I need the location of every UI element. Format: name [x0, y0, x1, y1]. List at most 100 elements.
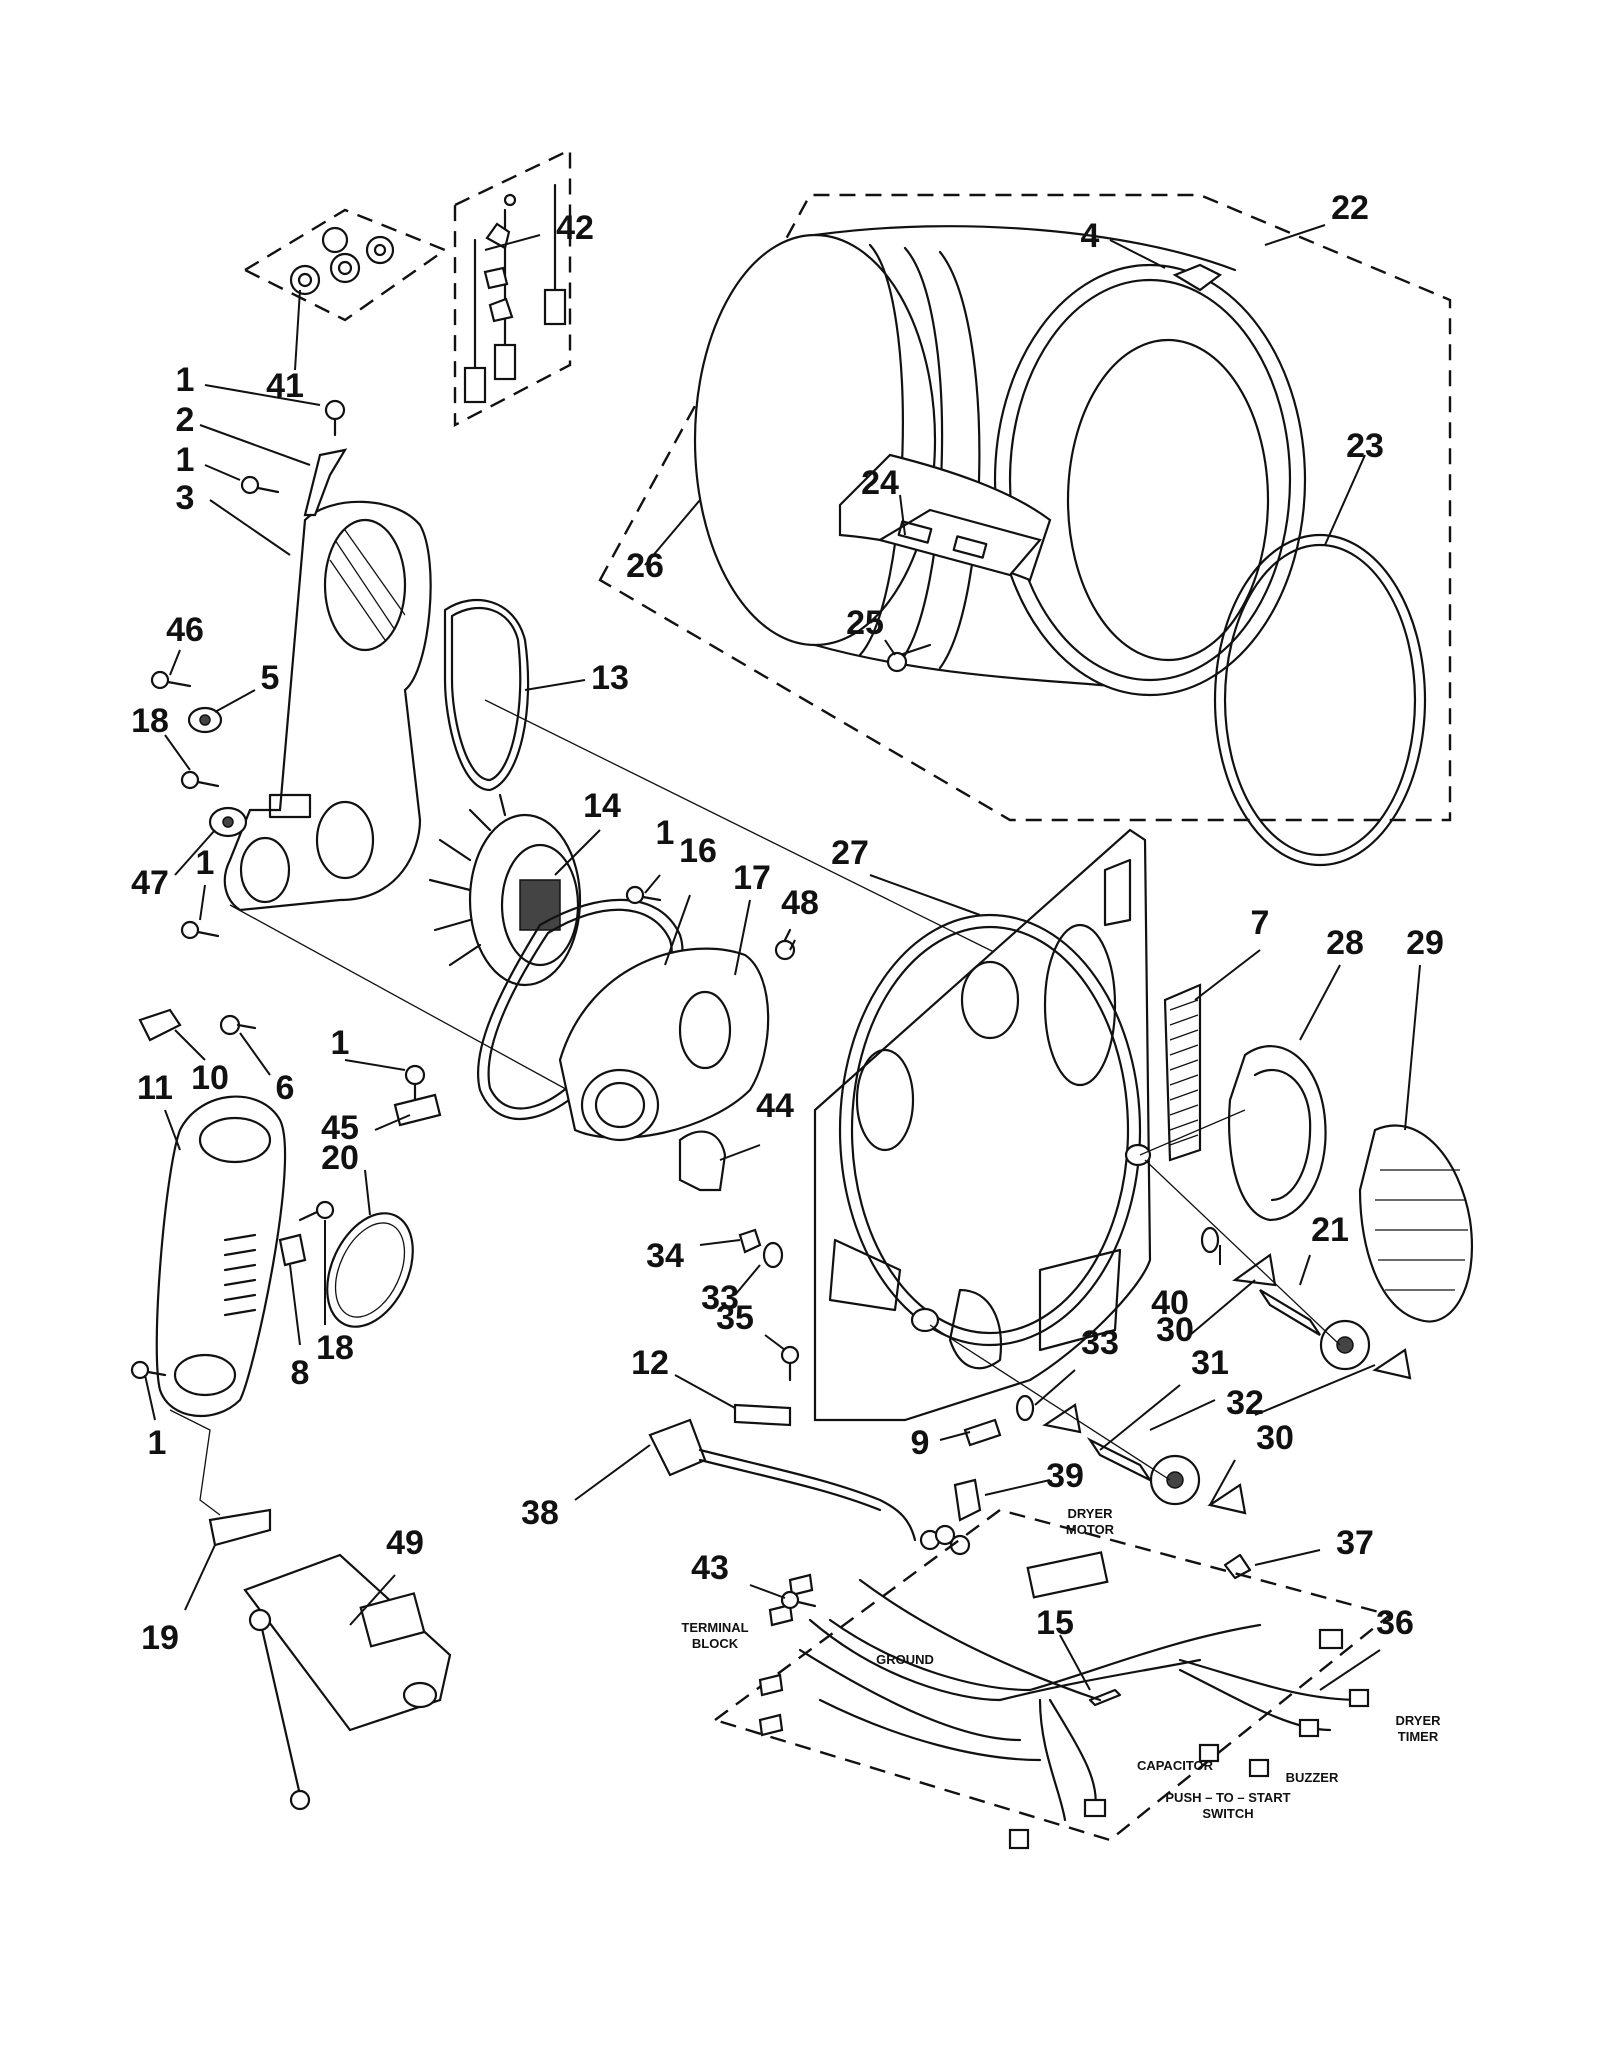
clip-9 — [963, 1418, 1002, 1447]
front-panel-27 — [813, 828, 1152, 1422]
callout-14: 14 — [583, 787, 621, 825]
washer-33a — [762, 1241, 784, 1269]
assembly-line-1 — [229, 904, 596, 1106]
washer-33b — [1015, 1394, 1035, 1422]
label-capacitor: CAPACITOR — [1137, 1758, 1214, 1773]
callout-30b: 30 — [1256, 1419, 1294, 1457]
bracket-2 — [303, 448, 348, 517]
callout-32: 32 — [1226, 1384, 1264, 1422]
label-dryer-motor-1: DRYER — [1067, 1506, 1113, 1521]
callout-5: 5 — [261, 659, 280, 697]
thermostat-5 — [187, 706, 223, 734]
screw-1c — [180, 920, 220, 940]
callout-39: 39 — [1046, 1457, 1084, 1495]
drum-screw-25 — [886, 643, 932, 673]
clip-44 — [678, 1130, 727, 1192]
terminal-kit-41 — [289, 226, 395, 296]
bracket-10 — [138, 1008, 182, 1042]
callout-28: 28 — [1326, 924, 1364, 962]
callout-16: 16 — [679, 832, 717, 870]
callout-3: 3 — [176, 479, 195, 517]
callout-1b: 1 — [176, 441, 195, 479]
screw-35 — [780, 1345, 800, 1382]
callout-40: 40 — [1151, 1284, 1189, 1322]
callout-22: 22 — [1331, 189, 1369, 227]
callout-24: 24 — [861, 464, 899, 502]
lint-screen-7 — [1163, 983, 1202, 1162]
callout-1c: 1 — [196, 844, 215, 882]
bracket-30b — [1372, 1348, 1412, 1380]
assembly-line-2 — [484, 699, 1001, 956]
screw-1d — [625, 885, 662, 905]
screw-18b — [298, 1200, 335, 1222]
dryer-drum-26 — [693, 225, 1307, 697]
lint-duct-28 — [1227, 1045, 1327, 1222]
callout-43: 43 — [691, 1549, 729, 1587]
callout-37: 37 — [1336, 1524, 1374, 1562]
assembly-line-5 — [929, 1324, 1171, 1481]
screw-48 — [774, 928, 796, 961]
label-push-to-start-2: SWITCH — [1202, 1806, 1253, 1821]
callout-49: 49 — [386, 1524, 424, 1562]
screw-6 — [219, 1014, 257, 1036]
kit-42-dashed-box — [453, 148, 572, 427]
label-push-to-start-1: PUSH – TO – START — [1165, 1790, 1290, 1805]
roller-32a — [1319, 1319, 1371, 1371]
label-terminal-block-1: TERMINAL — [681, 1620, 748, 1635]
label-dryer-timer-1: DRYER — [1395, 1713, 1441, 1728]
bracket-19 — [208, 1508, 272, 1547]
roller-32b — [1149, 1454, 1201, 1506]
screw-1a — [324, 399, 346, 437]
nut-34 — [738, 1228, 762, 1254]
blower-seal-13 — [443, 598, 530, 792]
clip-4 — [1172, 263, 1223, 292]
bracket-30a — [1232, 1253, 1277, 1287]
callout-29: 29 — [1406, 924, 1444, 962]
callout-45: 45 — [321, 1109, 359, 1147]
callout-46: 46 — [166, 611, 204, 649]
callout-25: 25 — [846, 604, 884, 642]
callout-48: 48 — [781, 884, 819, 922]
lint-grille-20 — [326, 1212, 414, 1328]
callout-7: 7 — [1251, 904, 1270, 942]
callout-30a: 30 — [1156, 1311, 1194, 1349]
callout-8: 8 — [291, 1354, 310, 1392]
wiring-harness-36 — [712, 1508, 1393, 1850]
callout-1d: 1 — [656, 814, 675, 852]
callout-4: 4 — [1081, 217, 1100, 255]
callout-27: 27 — [831, 834, 869, 872]
callout-1a: 1 — [176, 361, 195, 399]
drum-seal-23 — [1213, 533, 1427, 867]
callout-31: 31 — [1191, 1344, 1229, 1382]
label-ground: GROUND — [876, 1652, 934, 1667]
callout-21: 21 — [1311, 1211, 1349, 1249]
assembly-line-6 — [169, 1409, 221, 1516]
label-terminal-block-2: BLOCK — [692, 1636, 739, 1651]
callout-15: 15 — [1036, 1604, 1074, 1642]
leader-lines — [144, 224, 1421, 1691]
bracket-30d — [1207, 1483, 1247, 1515]
callout-12: 12 — [631, 1344, 669, 1382]
assembly-line-3 — [1139, 1109, 1246, 1156]
callout-38: 38 — [521, 1494, 559, 1532]
callout-18a: 18 — [131, 702, 169, 740]
clip-39 — [953, 1478, 982, 1522]
callout-41: 41 — [266, 367, 304, 405]
screw-46 — [150, 670, 192, 690]
toe-panel-11 — [155, 1095, 287, 1418]
callout-44: 44 — [756, 1087, 794, 1125]
washer-40 — [1200, 1226, 1220, 1254]
callout-1e: 1 — [331, 1024, 350, 1062]
gas-valve-49 — [243, 1553, 452, 1811]
bracket-30c — [1042, 1403, 1082, 1434]
callout-6: 6 — [276, 1069, 295, 1107]
screw-18a — [180, 770, 220, 790]
callout-20: 20 — [321, 1139, 359, 1177]
callout-17: 17 — [733, 859, 771, 897]
clip-12 — [733, 1403, 792, 1427]
callout-19: 19 — [141, 1619, 179, 1657]
callout-33a: 33 — [701, 1279, 739, 1317]
roller-shaft-21 — [1259, 1289, 1321, 1336]
callout-18b: 18 — [316, 1329, 354, 1367]
